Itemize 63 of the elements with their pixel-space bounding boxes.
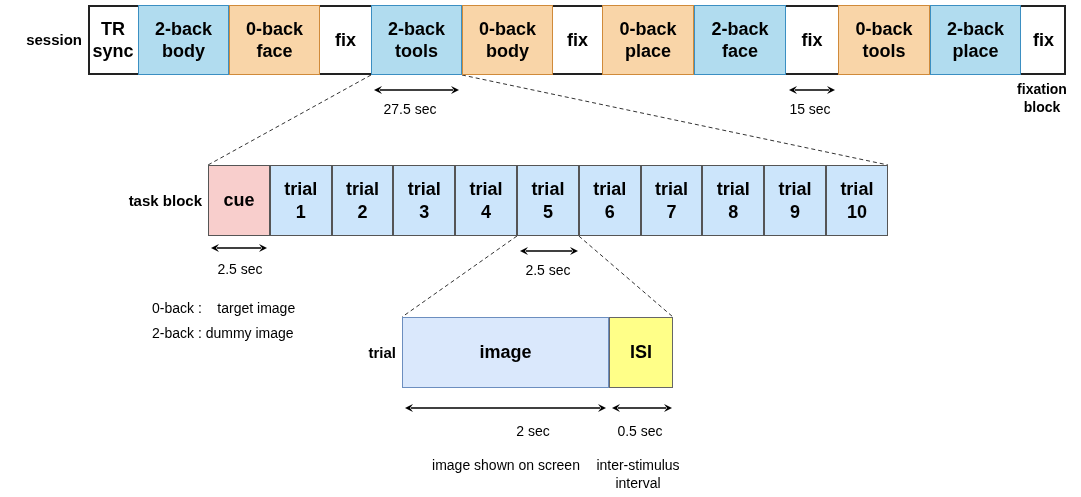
annotation-text: 0-back : target image: [152, 299, 297, 318]
block-label: image: [478, 341, 533, 364]
row-heading: trial: [368, 342, 396, 363]
block-label: 0-back tools: [854, 17, 914, 63]
annotation-text: 2-back : dummy image: [152, 324, 295, 343]
block-label: trial 5: [530, 178, 566, 223]
block-label: 0-back place: [618, 17, 678, 63]
trial-cell: [640, 165, 703, 236]
block-label: 2-back face: [710, 17, 770, 63]
annotation-text: 27.5 sec: [382, 100, 438, 119]
block-cell: [838, 5, 930, 75]
zoom-guide-line: [207, 74, 372, 166]
annotation-text: 2.5 sec: [524, 261, 572, 280]
block-cell: [371, 5, 462, 75]
block-label: 0-back body: [477, 17, 537, 63]
block-cell: [462, 5, 553, 75]
block-label: cue: [222, 189, 256, 212]
block-label: trial 9: [777, 178, 813, 223]
block-label: 0-back face: [244, 17, 304, 63]
row-heading: session: [26, 29, 82, 50]
isi-cell: [609, 317, 673, 388]
block-label: fix: [334, 28, 357, 52]
block-label: fix: [566, 28, 589, 52]
trial-cell: [331, 165, 394, 236]
block-label: fix: [800, 28, 824, 52]
image-cell: [402, 317, 609, 388]
block-label: ISI: [629, 341, 653, 364]
trial-cell: [269, 165, 332, 236]
block-label: trial 7: [653, 178, 689, 223]
block-label: trial 6: [592, 178, 628, 223]
annotation-text: 2 sec: [515, 422, 551, 441]
trial-cell: [826, 165, 888, 236]
row-heading: task block: [128, 190, 202, 211]
annotation-text: 0.5 sec: [616, 422, 664, 441]
block-label: trial 3: [406, 178, 442, 223]
annotation-text: 2.5 sec: [216, 260, 264, 279]
block-label: 2-back place: [945, 17, 1005, 63]
block-cell: [229, 5, 320, 75]
annotation-text: inter-stimulus interval: [595, 456, 681, 493]
block-label: fix: [1032, 28, 1055, 52]
block-label: trial 1: [283, 178, 319, 223]
annotation-text: fixation block: [1016, 80, 1068, 117]
block-cell: [694, 5, 786, 75]
trial-cell: [702, 165, 765, 236]
block-label: 2-back body: [153, 17, 213, 63]
block-label: TR sync: [91, 17, 135, 63]
block-cell: [930, 5, 1021, 75]
block-label: 2-back tools: [386, 17, 446, 63]
block-cell: [138, 5, 229, 75]
annotation-text: 15 sec: [788, 100, 832, 119]
block-label: trial 2: [344, 178, 380, 223]
trial-cell: [578, 165, 641, 236]
block-label: trial 4: [468, 178, 504, 223]
block-cell: [602, 5, 694, 75]
annotation-text: image shown on screen: [431, 456, 581, 475]
cue-cell: [208, 165, 270, 236]
block-label: trial 8: [715, 178, 751, 223]
block-label: trial 10: [839, 178, 875, 223]
trial-cell: [764, 165, 826, 236]
zoom-guide-line: [578, 235, 674, 318]
trial-cell: [517, 165, 579, 236]
trial-cell: [393, 165, 456, 236]
trial-cell: [455, 165, 517, 236]
